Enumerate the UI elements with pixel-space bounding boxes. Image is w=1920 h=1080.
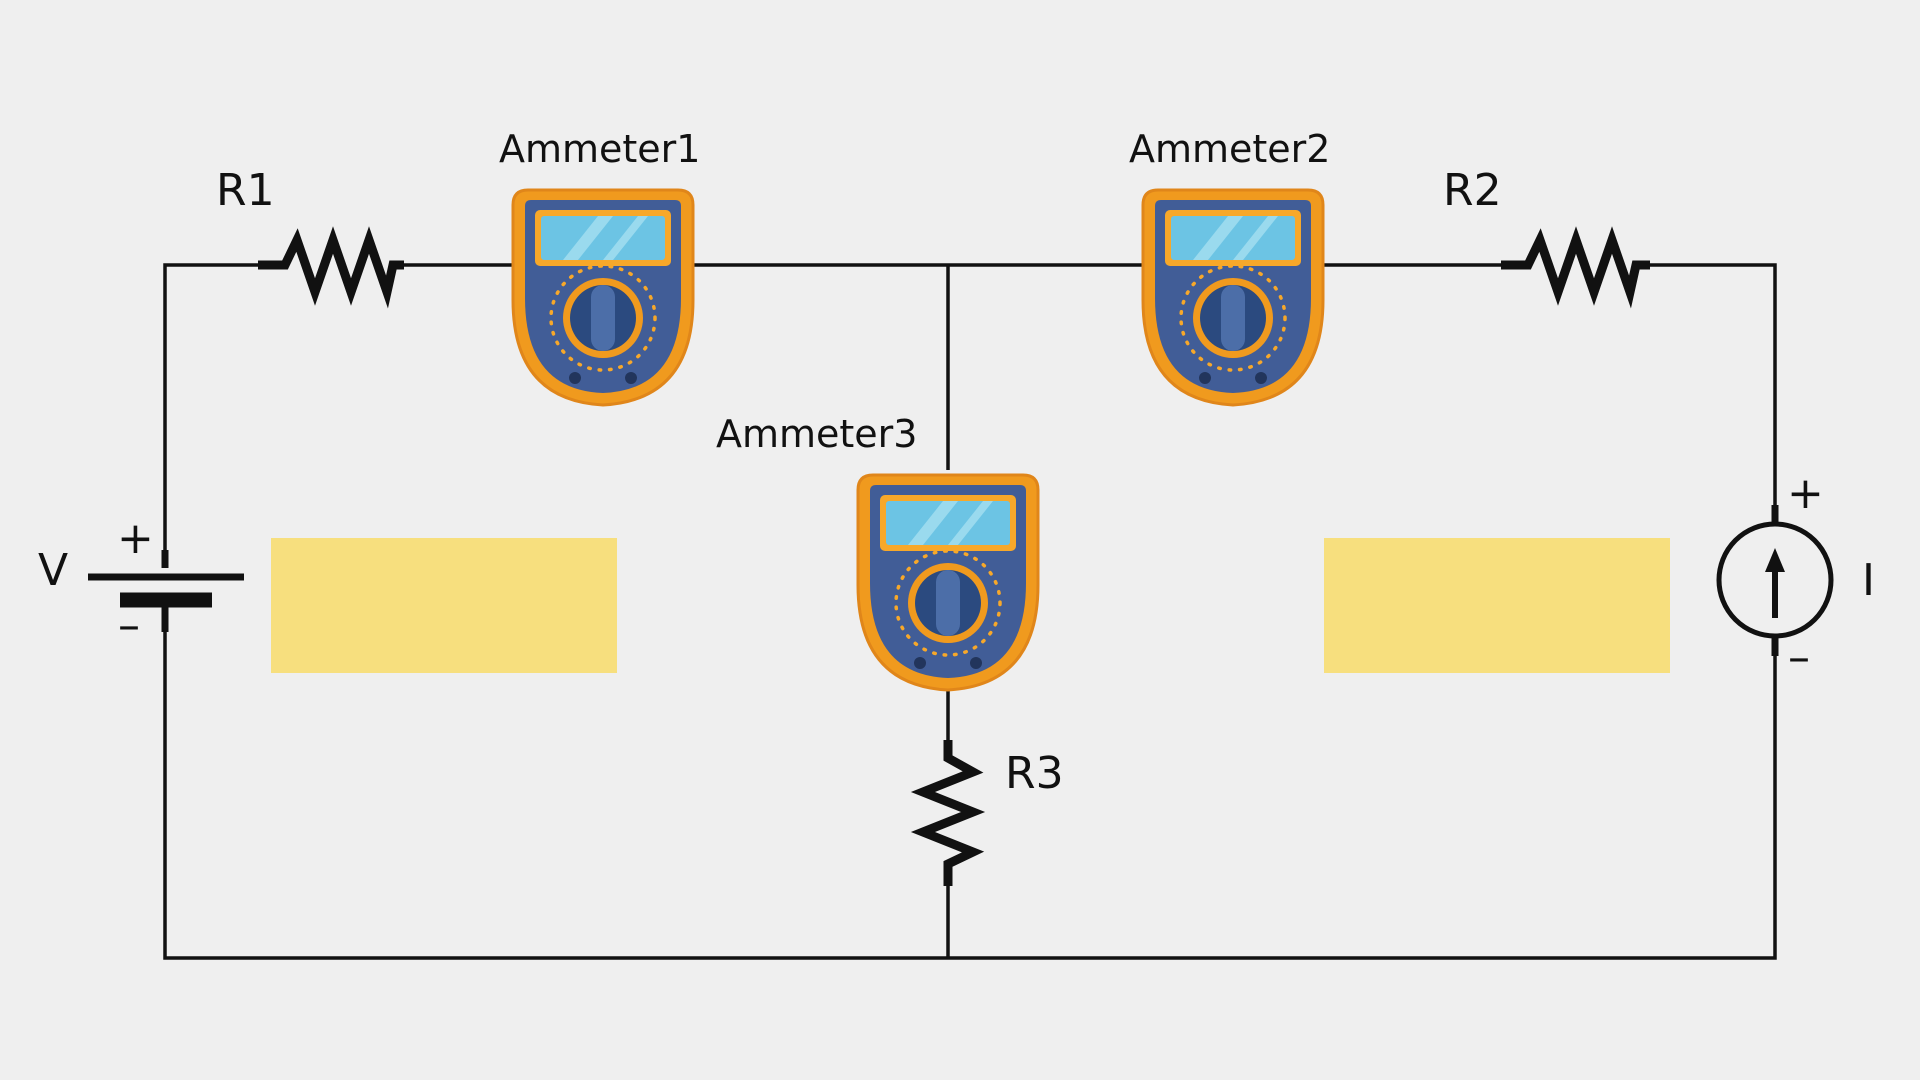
current-source-symbol — [1716, 505, 1834, 656]
r1-label: R1 — [216, 165, 275, 216]
current-source-plus-sign: + — [1787, 468, 1824, 519]
battery-symbol — [88, 550, 244, 632]
current-source-minus-sign: – — [1788, 632, 1810, 683]
r3-label: R3 — [1005, 748, 1064, 799]
voltage-source-label: V — [38, 545, 68, 596]
ammeter2-label: Ammeter2 — [1129, 127, 1331, 171]
battery-minus-sign: – — [118, 600, 140, 651]
resistor-r1 — [258, 226, 404, 309]
resistor-r2 — [1501, 226, 1650, 309]
ammeter2-multimeter-icon — [1141, 188, 1325, 407]
ammeter1-multimeter-icon — [511, 188, 695, 407]
answer-box-right — [1324, 538, 1670, 673]
resistor-r3 — [910, 740, 986, 886]
battery-plus-sign: + — [117, 513, 154, 564]
ammeter3-label: Ammeter3 — [716, 412, 918, 456]
ammeter1-label: Ammeter1 — [499, 127, 701, 171]
r2-label: R2 — [1443, 165, 1502, 216]
answer-box-left — [271, 538, 617, 673]
current-source-label: I — [1862, 555, 1875, 606]
ammeter3-multimeter-icon — [856, 473, 1040, 692]
